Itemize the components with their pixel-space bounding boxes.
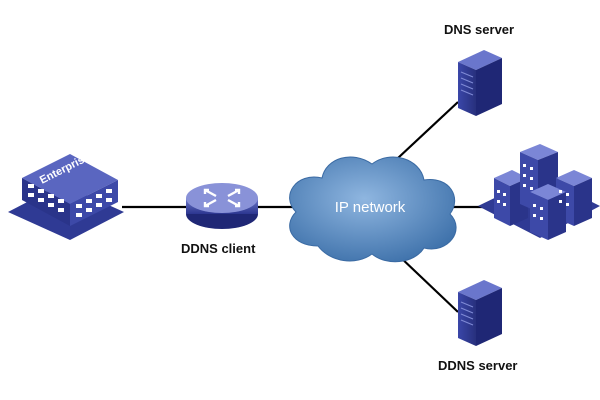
dns-server-label: DNS server	[444, 22, 515, 37]
ip-network-cloud-icon: IP network	[289, 156, 457, 263]
enterprise-building-icon: Enterprise	[8, 151, 124, 240]
link-ip-network-dns-server	[397, 101, 459, 159]
buildings-icon	[478, 144, 600, 240]
ddns-client-label: DDNS client	[181, 241, 256, 256]
dns-server-icon	[458, 50, 502, 116]
link-ip-network-ddns-server	[397, 254, 459, 313]
ddns-server-label: DDNS server	[438, 358, 518, 373]
router-icon	[186, 183, 258, 229]
ip-network-label: IP network	[335, 199, 406, 216]
ddns-server-icon	[458, 280, 502, 346]
connections	[122, 101, 486, 313]
